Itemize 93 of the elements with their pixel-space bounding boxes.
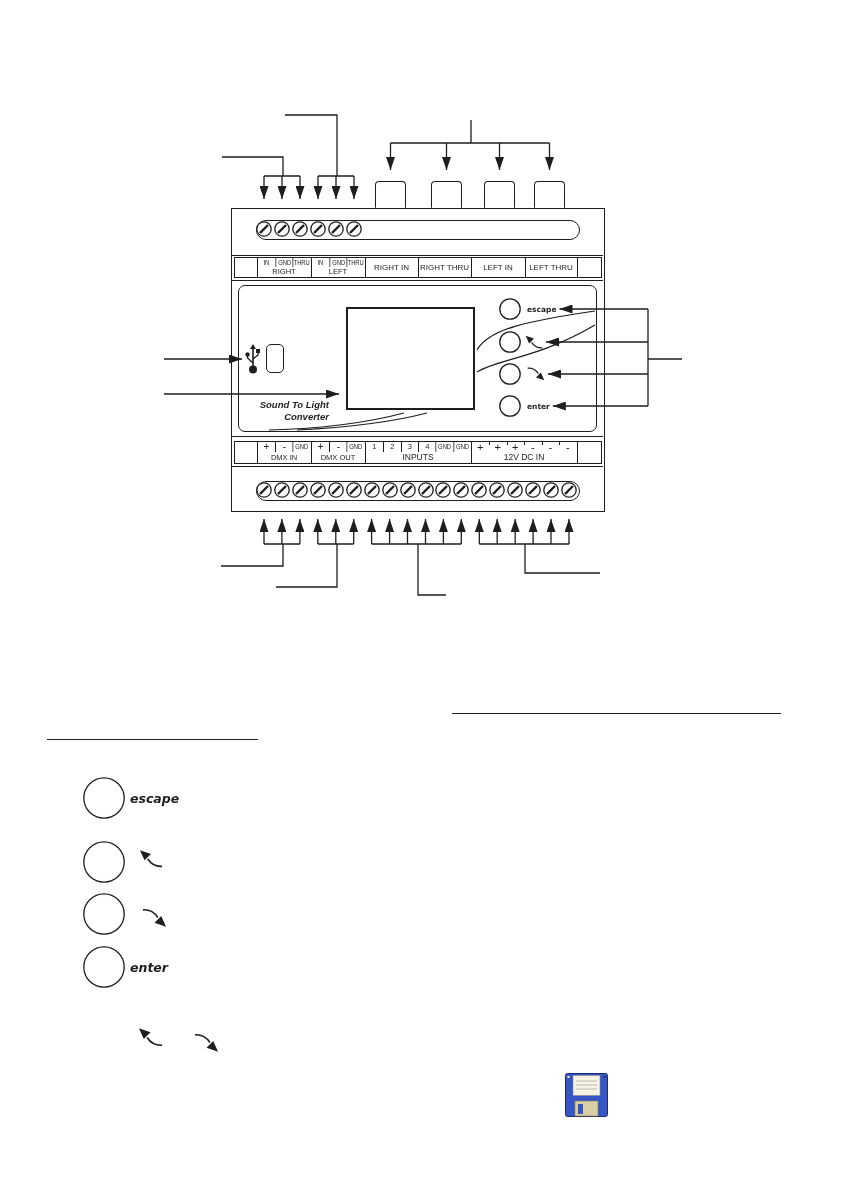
terminal-label: LEFT IN: [470, 257, 525, 277]
button-symbol: [83, 893, 125, 935]
leader-arrow: [564, 518, 574, 545]
leader-arrow: [163, 354, 243, 364]
leader-arrow: [385, 518, 395, 545]
leader-line: [284, 114, 355, 177]
terminal-label: -: [547, 441, 554, 452]
terminal-screw: [417, 482, 434, 498]
leader-line: [647, 308, 683, 407]
terminal-screw: [327, 482, 344, 498]
leader-arrow: [259, 518, 269, 545]
rca-socket: [534, 181, 565, 208]
leader-arrow: [546, 518, 556, 545]
leader-line: [220, 543, 301, 567]
terminal-screw: [507, 482, 524, 498]
leader-arrow: [510, 518, 520, 545]
device-caption: Sound To Light Converter: [258, 399, 329, 422]
leader-arrow: [367, 518, 377, 545]
terminal-group-label: 12V DC IN: [502, 451, 546, 463]
terminal-screw: [561, 482, 577, 498]
terminal-screw: [328, 221, 344, 237]
leader-arrow: [442, 142, 451, 171]
terminal-screw: [435, 482, 452, 498]
leader-line: [389, 119, 551, 144]
leader-arrow: [277, 518, 287, 545]
leader-arrow: [349, 518, 359, 545]
terminal-label: -: [564, 441, 571, 452]
leader-arrow: [547, 369, 649, 379]
terminal-screw: [543, 482, 559, 498]
leader-arrow: [552, 401, 649, 411]
terminal-screw: [525, 482, 542, 498]
leader-arrow: [495, 142, 504, 171]
leader-arrow: [331, 175, 341, 200]
leader-arrow: [558, 304, 649, 314]
leader-arrow: [295, 518, 305, 545]
leader-arrow: [545, 142, 554, 171]
terminal-screw: [292, 221, 308, 237]
display-screen: [346, 307, 475, 410]
terminal-screw: [471, 482, 488, 498]
terminal-label: -: [275, 441, 293, 452]
leader-arrow: [331, 518, 341, 545]
terminal-screw: [256, 221, 272, 237]
leader-arrow: [545, 337, 649, 347]
terminal-label: -: [329, 441, 347, 452]
leader-line: [478, 543, 601, 574]
leader-arrow: [313, 518, 323, 545]
terminal-label: -: [529, 441, 536, 452]
terminal-screw: [489, 482, 506, 498]
leader-arrow: [277, 175, 287, 200]
leader-arrow: [421, 518, 430, 545]
leader-arrow: [492, 518, 502, 545]
terminal-label: +: [262, 441, 271, 452]
rca-socket: [431, 181, 462, 208]
button-symbol: [83, 841, 125, 883]
terminal-screw: [399, 482, 416, 498]
button-caption: escape: [130, 790, 180, 806]
rca-socket: [484, 181, 515, 208]
terminal-group-label: INPUTS: [401, 451, 435, 463]
terminal-screw: [273, 482, 290, 498]
leader-arrow: [456, 518, 466, 545]
terminal-screw: [310, 221, 326, 237]
terminal-label: +: [511, 441, 520, 452]
leader-arrow: [349, 175, 359, 200]
terminal-label: RIGHT IN: [364, 257, 418, 277]
leader-line: [370, 543, 462, 596]
terminal-screw: [363, 482, 380, 498]
button-caption: enter: [130, 959, 168, 975]
terminal-label: RIGHT THRU: [417, 257, 471, 277]
leader-arrow: [403, 518, 412, 545]
terminal-screw: [381, 482, 398, 498]
leader-arrow: [295, 175, 305, 200]
terminal-screw: [453, 482, 470, 498]
terminal-label: +: [493, 441, 502, 452]
rca-socket: [375, 181, 406, 208]
leader-arrow: [313, 175, 323, 200]
front-panel: [237, 284, 597, 432]
terminal-label: +: [476, 441, 485, 452]
leader-arrow: [438, 518, 448, 545]
terminal-label: +: [316, 441, 325, 452]
terminal-screw: [256, 482, 272, 498]
terminal-screw: [345, 482, 362, 498]
terminal-screw: [309, 482, 326, 498]
leader-arrow: [474, 518, 484, 545]
leader-arrow: [386, 142, 395, 171]
terminal-screw: [274, 221, 290, 237]
leader-arrow: [163, 389, 340, 399]
leader-line: [221, 156, 301, 177]
leader-arrow: [528, 518, 538, 545]
terminal-screw: [346, 221, 362, 237]
terminal-label: LEFT THRU: [524, 257, 578, 277]
terminal-screw: [291, 482, 308, 498]
leader-line: [275, 543, 355, 588]
leader-arrow: [259, 175, 269, 200]
